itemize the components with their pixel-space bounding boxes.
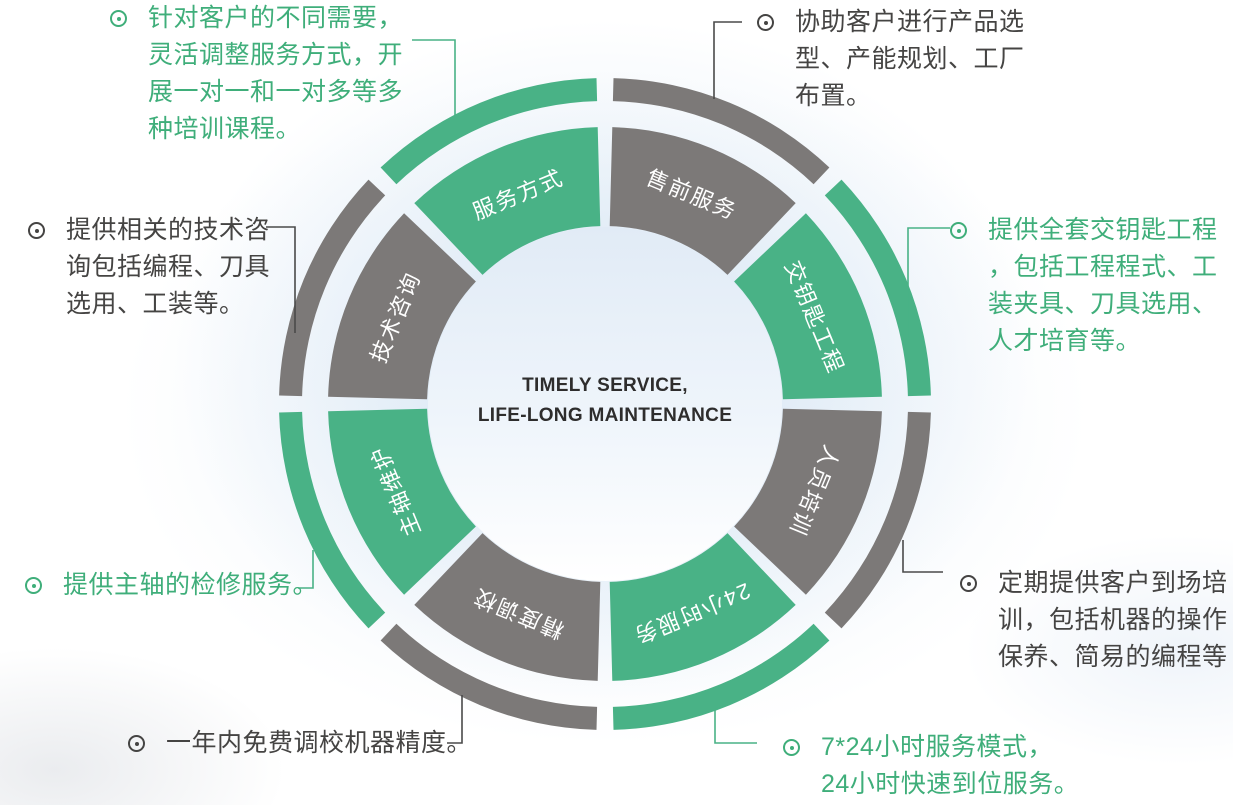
ring-segment-service-24h: 24小时服务 — [609, 533, 830, 730]
ring-segment-presale-service: 售前服务 — [609, 78, 830, 275]
callout-precision-calibration: 一年内免费调校机器精度。 — [128, 725, 488, 762]
connector-line — [714, 707, 757, 744]
ring-segment-technical-consulting: 技术咨询 — [279, 179, 476, 400]
ring-segment-precision-calibration: 精度调校 — [380, 533, 601, 730]
target-icon — [128, 735, 145, 752]
target-icon — [28, 222, 45, 239]
callout-turnkey-project: 提供全套交钥匙工程 ，包括工程程式、工 装夹具、刀具选用、 人才培育等。 — [950, 212, 1233, 360]
callout-presale-service-text: 协助客户进行产品选 型、产能规划、工厂 布置。 — [795, 8, 1025, 110]
callout-service-24h-text: 7*24小时服务模式， 24小时快速到位服务。 — [821, 733, 1080, 798]
ring-segment-personnel-training: 人员培训 — [734, 408, 931, 629]
callout-technical-consulting: 提供相关的技术咨 询包括编程、刀具 选用、工装等。 — [28, 212, 328, 323]
ring-segment-spindle-maintenance: 主轴维护 — [279, 408, 476, 629]
center-title: TIMELY SERVICE, LIFE-LONG MAINTENANCE — [455, 371, 755, 431]
callout-training-methods: 针对客户的不同需要， 灵活调整服务方式，开 展一对一和一对多等多 种培训课程。 — [110, 0, 460, 148]
callout-presale-service: 协助客户进行产品选 型、产能规划、工厂 布置。 — [757, 4, 1067, 115]
callout-personnel-training: 定期提供客户到场培 训，包括机器的操作 保养、简易的编程等 — [960, 565, 1233, 676]
callout-spindle-maintenance: 提供主轴的检修服务。 — [25, 567, 345, 604]
callout-technical-consulting-text: 提供相关的技术咨 询包括编程、刀具 选用、工装等。 — [66, 216, 271, 318]
callout-precision-calibration-text: 一年内免费调校机器精度。 — [166, 729, 473, 757]
ring-inner-circle — [428, 227, 782, 581]
callout-connectors — [266, 21, 950, 744]
connector-line — [412, 39, 456, 116]
target-icon — [783, 739, 800, 756]
callout-personnel-training-text: 定期提供客户到场培 训，包括机器的操作 保养、简易的编程等 — [998, 569, 1228, 671]
target-icon — [757, 14, 774, 31]
callout-spindle-maintenance-text: 提供主轴的检修服务。 — [63, 571, 319, 599]
target-icon — [25, 577, 42, 594]
center-title-line1: TIMELY SERVICE, — [522, 375, 688, 396]
callout-training-methods-text: 针对客户的不同需要， 灵活调整服务方式，开 展一对一和一对多等多 种培训课程。 — [148, 4, 404, 143]
connector-line — [298, 550, 314, 589]
callout-turnkey-project-text: 提供全套交钥匙工程 ，包括工程程式、工 装夹具、刀具选用、 人才培育等。 — [988, 216, 1218, 355]
target-icon — [960, 575, 977, 592]
connector-line — [902, 540, 943, 573]
callout-service-24h: 7*24小时服务模式， 24小时快速到位服务。 — [783, 729, 1113, 803]
connector-line — [447, 695, 463, 744]
connector-line — [907, 227, 950, 338]
connector-line — [266, 226, 296, 333]
connector-line — [713, 21, 742, 99]
center-title-line2: LIFE-LONG MAINTENANCE — [477, 405, 733, 426]
target-icon — [950, 222, 967, 239]
ring-segment-service-methods: 服务方式 — [380, 78, 601, 275]
ring-segment-turnkey-project: 交钥匙工程 — [734, 179, 931, 400]
target-icon — [110, 10, 127, 27]
